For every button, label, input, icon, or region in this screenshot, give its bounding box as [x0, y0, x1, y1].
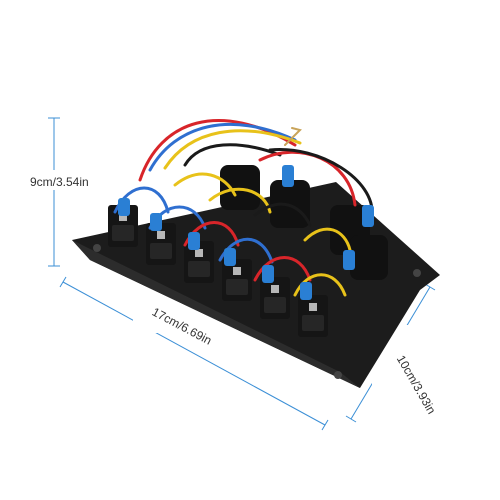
- mounting-hole: [334, 371, 342, 379]
- rocker-switch-1: [108, 205, 138, 247]
- height-label: 9cm/3.54in: [30, 175, 89, 189]
- rocker-switch-3: [184, 241, 214, 283]
- connectors: [118, 165, 374, 300]
- rear-sockets: [220, 165, 388, 280]
- mounting-hole: [413, 269, 421, 277]
- rocker-switch-4: [222, 259, 252, 301]
- wiring-harness: [113, 119, 374, 297]
- mounting-hole: [93, 244, 101, 252]
- height-dimension: 9cm/3.54in: [30, 117, 89, 267]
- rocker-switch-6: [298, 295, 328, 337]
- rocker-switch-5: [260, 277, 290, 319]
- rocker-switches: [108, 205, 328, 337]
- rocker-switch-2: [146, 223, 176, 265]
